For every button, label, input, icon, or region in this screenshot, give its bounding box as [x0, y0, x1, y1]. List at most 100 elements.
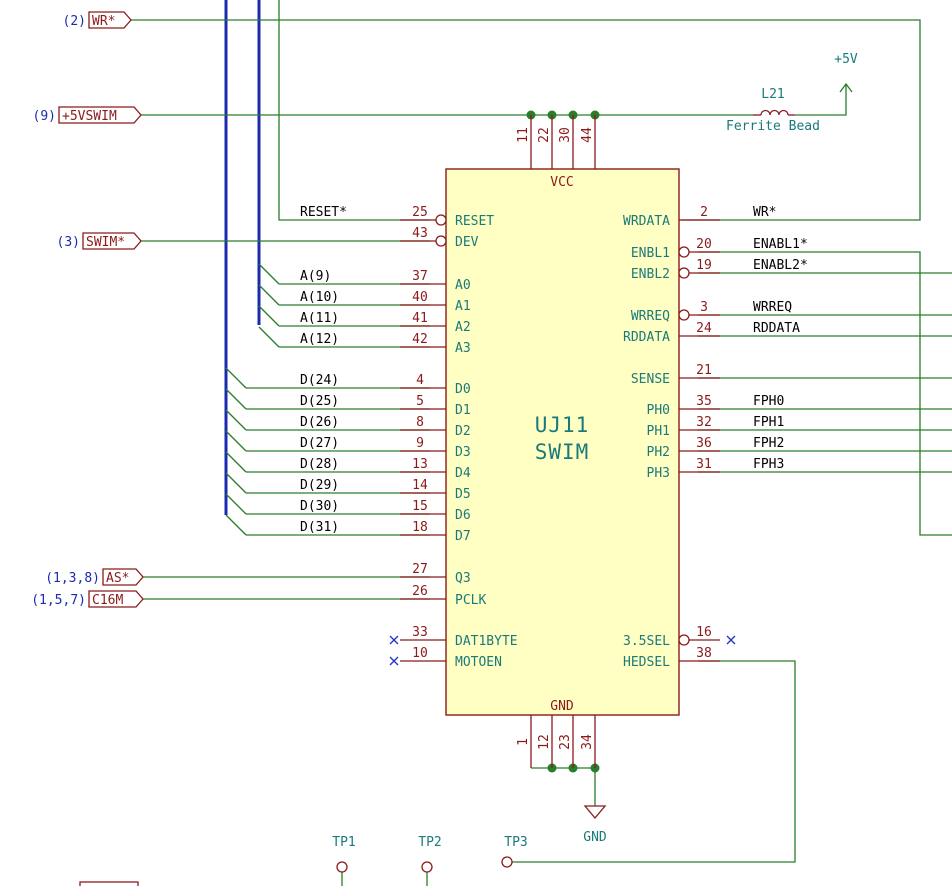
sheet-ref-c16m: (1,5,7) — [31, 593, 86, 608]
pin-number: 5 — [416, 394, 424, 409]
net-label: D(29) — [300, 478, 339, 493]
pin-name: D0 — [455, 382, 471, 397]
sheet-ref-5vswim: (9) — [33, 109, 56, 124]
pin-number: 40 — [412, 290, 428, 305]
test-point-tp1-label: TP1 — [332, 835, 355, 850]
pin-d0: 4D0 — [400, 373, 471, 397]
sheet-ref-as: (1,3,8) — [45, 571, 100, 586]
net-label: RESET* — [300, 205, 347, 220]
vcc-pin: 44 — [580, 115, 596, 169]
pin-number: 22 — [537, 127, 552, 143]
pin-number: 9 — [416, 436, 424, 451]
pin-name: PH1 — [647, 424, 670, 439]
pin-number: 43 — [412, 226, 428, 241]
net-label: WR* — [753, 205, 776, 220]
component-value: SWIM — [535, 440, 590, 464]
pin-number: 15 — [412, 499, 428, 514]
global-label-wr[interactable]: (2) WR* — [63, 11, 132, 29]
global-label-as[interactable]: (1,3,8) AS* — [45, 568, 144, 586]
pin-number: 24 — [696, 321, 712, 336]
pin-number: 27 — [412, 562, 428, 577]
inductor-l21[interactable]: L21 Ferrite Bead — [726, 87, 820, 134]
global-label-swim[interactable]: (3) SWIM* — [57, 232, 142, 250]
pin-number: 25 — [412, 205, 428, 220]
pin-d1: 5D1 — [400, 394, 471, 418]
pin-name: HEDSEL — [623, 655, 670, 670]
pin-name: PH2 — [647, 445, 670, 460]
test-point-tp3[interactable]: TP3 — [501, 835, 528, 868]
pin-number: 36 — [696, 436, 712, 451]
global-label-5vswim[interactable]: (9) +5VSWIM — [33, 106, 142, 124]
pin-d2: 8D2 — [400, 415, 471, 439]
pin-name: A3 — [455, 341, 471, 356]
pin-number: 26 — [412, 584, 428, 599]
global-label-5vswim-text: +5VSWIM — [62, 109, 117, 124]
pin-name: D5 — [455, 487, 471, 502]
pin-name: SENSE — [631, 372, 670, 387]
pin-number: 19 — [696, 258, 712, 273]
pin-number: 10 — [412, 646, 428, 661]
net-label: D(26) — [300, 415, 339, 430]
pin-name: D3 — [455, 445, 471, 460]
pin-number: 37 — [412, 269, 428, 284]
gnd-pin: 23 — [558, 715, 574, 768]
pin-number: 33 — [412, 625, 428, 640]
left-pins: 25RESET43DEV37A040A141A242A34D05D18D29D3… — [400, 205, 518, 670]
test-point-tp2[interactable]: TP2 — [418, 835, 442, 873]
sheet-ref-wr: (2) — [63, 14, 86, 29]
pin-number: 3 — [700, 300, 708, 315]
test-point-tp1[interactable]: TP1 — [332, 835, 356, 873]
pin-number: 16 — [696, 625, 712, 640]
ground-symbol: GND — [583, 805, 607, 845]
net-label: D(28) — [300, 457, 339, 472]
data-bus-entries — [225, 367, 247, 536]
global-label-c16m[interactable]: (1,5,7) C16M — [31, 590, 144, 608]
net-label: FPH2 — [753, 436, 784, 451]
component-uj11[interactable]: UJ11 SWIM VCC GND 25RESET43DEV37A040A141… — [400, 115, 720, 768]
pin-number: 30 — [558, 127, 573, 143]
address-bus-entries — [258, 263, 280, 348]
pin-number: 42 — [412, 332, 428, 347]
gnd-pin: 1 — [516, 715, 532, 768]
ground-label: GND — [583, 830, 607, 845]
inductor-ref: L21 — [761, 87, 784, 102]
global-label-partial — [79, 881, 139, 886]
power-5v: +5V — [834, 52, 858, 93]
component-body — [445, 168, 680, 716]
vcc-pin: 30 — [558, 115, 574, 169]
net-label: D(27) — [300, 436, 339, 451]
net-labels-left: RESET*A(9)A(10)A(11)A(12)D(24)D(25)D(26)… — [300, 205, 347, 535]
pin-name: 3.5SEL — [623, 634, 670, 649]
pin-name: RESET — [455, 214, 494, 229]
pin-name: D7 — [455, 529, 471, 544]
pin-name: PH0 — [647, 403, 670, 418]
pin-name: DAT1BYTE — [455, 634, 518, 649]
pin-name: PH3 — [647, 466, 670, 481]
pin-name: MOTOEN — [455, 655, 502, 670]
global-label-swim-text: SWIM* — [86, 235, 125, 250]
pin-number: 41 — [412, 311, 428, 326]
net-label: RDDATA — [753, 321, 800, 336]
pin-name: DEV — [455, 235, 479, 250]
pin-number: 13 — [412, 457, 428, 472]
pin-number: 12 — [537, 734, 552, 750]
wires — [131, 0, 952, 886]
pin-name: ENBL2 — [631, 267, 670, 282]
pin-number: 4 — [416, 373, 424, 388]
